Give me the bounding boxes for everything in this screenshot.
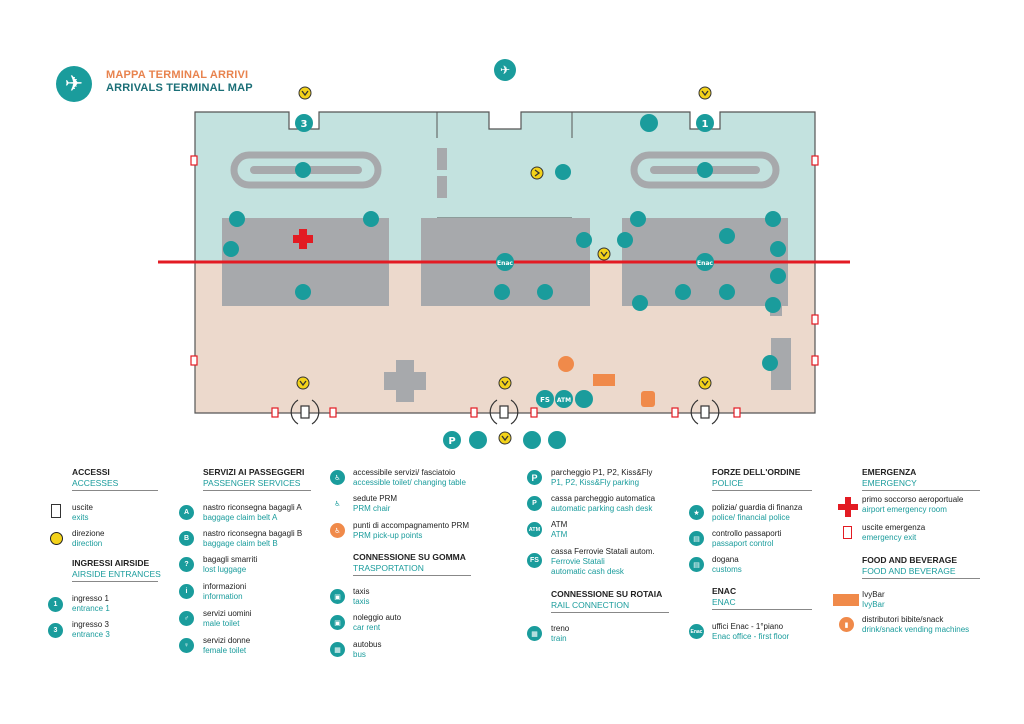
legend-exit-it: uscite [72,503,93,512]
airport-logo: ✈ [56,66,92,102]
fs-label: FS [540,396,550,404]
legend-exit-en: exits [72,513,89,522]
prm-pickup-icon: ♿ [330,523,345,538]
legend-airside-heading: INGRESSI AIRSIDE [72,558,150,568]
building-south-east [771,338,791,390]
first-aid-icon [293,229,313,249]
legend-forze-heading: FORZE DELL'ORDINE [712,467,801,477]
taxi-icon: ▣ [330,589,345,604]
legend-direction-en: direction [72,539,103,548]
arrivals-plane-icon [494,59,516,81]
female-toilet-icon: ♀ [179,638,194,653]
legend-airside-heading-en: AIRSIDE ENTRANCES [72,569,161,579]
legend-servizi-heading: SERVIZI AI PASSEGGERI [203,467,305,477]
legend-enac-heading: ENAC [712,586,737,596]
ivybar-legend-icon [833,594,859,606]
enac-label-centre: Enac [497,260,513,267]
legend-rotaia-heading-en: RAIL CONNECTION [551,600,630,610]
direction-icon [50,532,63,545]
parking-cash-icon: P [527,496,542,511]
legend-rotaia-heading: CONNESSIONE SU ROTAIA [551,589,663,599]
legend-emergenza-heading: EMERGENZA [862,467,917,477]
legend-direction-it: direzione [72,529,105,538]
parking-icon: P [527,470,542,485]
entrance-3-icon: 3 [48,623,63,638]
legend-emergenza-heading-en: EMERGENCY [862,478,917,488]
legend-accessi-heading: ACCESSI [72,467,110,477]
legend-enac-heading-en: ENAC [712,597,736,607]
enac-icon: Enac [689,624,704,639]
terminal-map: ✈ 3 1 Enac Enac FS ATM P [158,59,850,449]
map-title-en: ARRIVALS TERMINAL MAP [106,82,253,94]
car-rent-icon: ▣ [330,615,345,630]
baggage-belt-b [630,151,780,189]
first-aid-legend-icon [838,497,858,517]
vending-legend-icon: ▮ [839,617,854,632]
central-kiosk [384,360,426,402]
atm-icon: ATM [527,522,542,537]
legend-food-heading: FOOD AND BEVERAGE [862,555,958,565]
train-icon: ▦ [527,626,542,641]
male-toilet-icon: ♂ [179,611,194,626]
vending-icon [641,391,655,407]
enac-label-east: Enac [697,260,713,267]
legend-gomma-heading: CONNESSIONE SU GOMMA [353,552,466,562]
entrance-3-label: 3 [301,119,308,130]
legend-entrance1-en: entrance 1 [72,604,110,613]
entrance-1-label: 1 [702,119,709,130]
legend-food-heading-en: FOOD AND BEVERAGE [862,566,956,576]
legend-servizi-heading-en: PASSENGER SERVICES [203,478,301,488]
entrance-1-icon: 1 [48,597,63,612]
atm-label: ATM [557,397,571,404]
prm-chair-icon: ♿ [330,496,345,511]
customs-icon: ▤ [689,557,704,572]
baggage-belt-a-icon: A [179,505,194,520]
lost-luggage-icon: ? [179,557,194,572]
information-icon: i [179,584,194,599]
legend-gomma-heading-en: TRASPORTATION [353,563,424,573]
baggage-belt-a [230,151,382,189]
legend-entrance3-en: entrance 3 [72,630,110,639]
legend-forze-heading-en: POLICE [712,478,744,488]
passport-control-icon: ▤ [689,531,704,546]
svg-text:✈: ✈ [500,63,510,77]
legend-accessi-heading-en: ACCESSES [72,478,119,488]
emergency-exit-icon [843,526,852,539]
police-icon: ★ [689,505,704,520]
exit-icon [51,504,61,518]
parking-label: P [448,436,455,447]
legend-entrance1-it: ingresso 1 [72,594,109,603]
baggage-belt-b-icon: B [179,531,194,546]
accessible-toilet-icon: ♿ [330,470,345,485]
bus-icon: ▦ [330,642,345,657]
legend-entrance3-it: ingresso 3 [72,620,109,629]
fs-icon: FS [527,553,542,568]
ivybar-icon [593,374,615,386]
map-title-it: MAPPA TERMINAL ARRIVI [106,69,249,81]
